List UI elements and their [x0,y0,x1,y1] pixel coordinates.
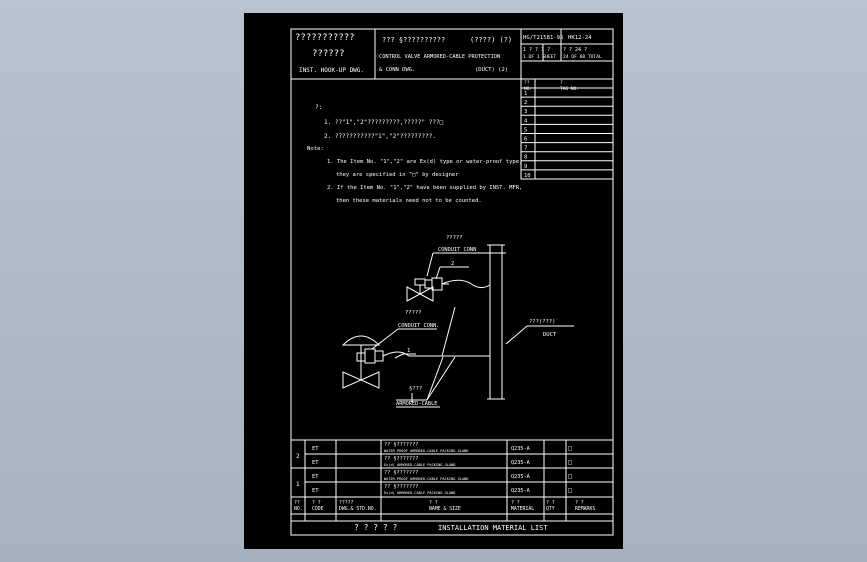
ml-row-name-en: Ex(d) ARMORED-CABLE PACKING GLAND [384,463,455,467]
ml-row-material: Q235-A [511,446,531,452]
armored-cable-en: ARMORED-CABLE [396,401,437,407]
duct-cn: ???(???) [529,319,556,325]
side-row-number: 1 [524,91,527,97]
ml-row-name-cn: ?? §??????? [384,456,418,462]
ml-head-qty: ? ?QTY [546,500,555,512]
ml-row-qty: □ [568,458,572,466]
material-list-table [291,439,613,522]
side-row-number: 10 [524,173,531,179]
title-cn-line2: ?????? [312,49,345,59]
ml-row-qty: □ [568,486,572,494]
drawing-sheet: ??????????? ?????? INST. HOOK-UP DWG. ??… [244,13,623,549]
conduit-conn-cn-1: ????? [446,235,463,241]
note-cn-heading: ?: [315,104,322,111]
ml-head-remarks: ? ?REMARKS [575,500,595,512]
note-cn-1: 1. ??"1","2"?????????,?????" ???□ [324,119,444,126]
side-head-no: ??NO. [524,80,532,92]
note-cn-2: 2. ???????????"1","2"?????????. [324,133,436,140]
item-1-label: 1 [407,348,410,354]
ml-row-name-en: WATER-PROOF ARMORED-CABLE PACKING GLAND [384,449,468,453]
title-mid-cn: ??? §?????????? [382,36,445,44]
duct-en: DUCT [543,332,557,338]
side-table-rows: 1 2 3 4 5 6 7 8 9 10 [521,91,613,180]
title-en-hookup: INST. HOOK-UP DWG. [299,67,364,74]
ml-row-name-cn: ?? §??????? [384,470,418,476]
ml-footer-cn: ? ? ? ? ? [354,523,398,532]
cad-drawing: ??????????? ?????? INST. HOOK-UP DWG. ??… [290,28,614,536]
ml-footer-en: INSTALLATION MATERIAL LIST [438,524,548,532]
conduit-conn-en-2: CONDUIT CONN. [398,323,439,329]
ml-row-code: ET [312,446,319,452]
note-en-1b: they are specified in "□" by designer [336,172,459,178]
ml-row-material: Q235-A [511,460,531,466]
ml-head-no: ??NO. [294,500,303,512]
duct [487,244,574,400]
large-control-valve [341,335,490,389]
conduit-conn-en-1: CONDUIT CONN [438,247,476,253]
side-tag-table [520,78,614,180]
ml-row-name-en: WATER-PROOF ARMORED-CABLE PACKING GLAND [384,477,468,481]
drawing-code-2: HK12-24 [568,35,592,41]
side-row-number: 2 [524,100,527,106]
title-cn-line1: ??????????? [295,33,355,43]
armored-cable-cn: §??? [409,386,422,392]
ml-head-std: ?????DWG.& STD.NO. [339,500,377,512]
notes: ?: 1. ??"1","2"?????????,?????" ???□ 2. … [307,104,522,204]
ml-row-code: ET [312,474,319,480]
sheet-q: 1 ? ? 1 ? [523,47,550,53]
ml-head-material: ? ?MATERIAL [511,500,534,512]
title-mid-en: CONTROL VALVE ARMORED-CABLE PROTECTION [379,54,500,60]
title-mid-duct: (DUCT) (2) [475,67,508,73]
ml-row-code: ET [312,488,319,494]
ml-row-name-cn: ?? §??????? [384,484,418,490]
note-en-2a: 2. If the Item No. "1","2" have been sup… [327,185,522,191]
sheet-total: 24 OF 60 TOTAL [563,54,602,60]
note-en-heading: Note: [307,146,324,152]
drawing-border [290,28,614,536]
sheet-of: 1 OF 1 SHEET [523,54,556,60]
side-row-number: 4 [524,118,528,124]
ml-row-qty: □ [568,444,572,452]
side-head-tag: ?TAG NO. [560,80,579,92]
drawing-code: HG/T21581-95 [523,35,563,41]
title-mid-paren: (????) (?) [470,36,512,44]
material-list-header: ??NO. ? ?CODE ?????DWG.& STD.NO. ? ?NAME… [294,500,595,512]
side-row-number: 6 [524,137,527,143]
ml-row-code: ET [312,460,319,466]
ml-row-no: 2 [296,453,300,460]
ml-row-no: 1 [296,481,300,488]
ml-row-material: Q235-A [511,474,531,480]
diagram-labels: ????? CONDUIT CONN 2 ????? CONDUIT CONN.… [396,235,557,407]
leader-lines [371,252,506,408]
note-en-2b: then these materials need not to be coun… [336,198,482,204]
side-row-number: 3 [524,109,527,115]
side-row-number: 8 [524,155,527,161]
ml-row-name-en: Ex(d) ARMORED-CABLE PACKING GLAND [384,491,455,495]
conduit-conn-cn-2: ????? [405,310,422,316]
side-row-number: 5 [524,127,527,133]
ml-row-qty: □ [568,472,572,480]
note-en-1a: 1. The Item No. "1","2" are Ex(d) type o… [327,159,522,165]
ml-row-material: Q235-A [511,488,531,494]
item-2-label: 2 [451,261,454,267]
sheet-q2: ? ? 24 ? [563,47,587,53]
title-mid-en2: & CONN DWG. [379,67,415,73]
small-control-valve [406,277,491,302]
material-list-rows: 2ET?? §???????WATER-PROOF ARMORED-CABLE … [296,442,572,495]
side-table-header: ??NO. ?TAG NO. [524,80,579,92]
ml-head-code: ? ?CODE [312,500,324,512]
side-row-number: 9 [524,164,527,170]
side-row-number: 7 [524,146,527,152]
ml-head-name: ? ?NAME & SIZE [429,500,461,512]
ml-row-name-cn: ?? §??????? [384,442,418,448]
